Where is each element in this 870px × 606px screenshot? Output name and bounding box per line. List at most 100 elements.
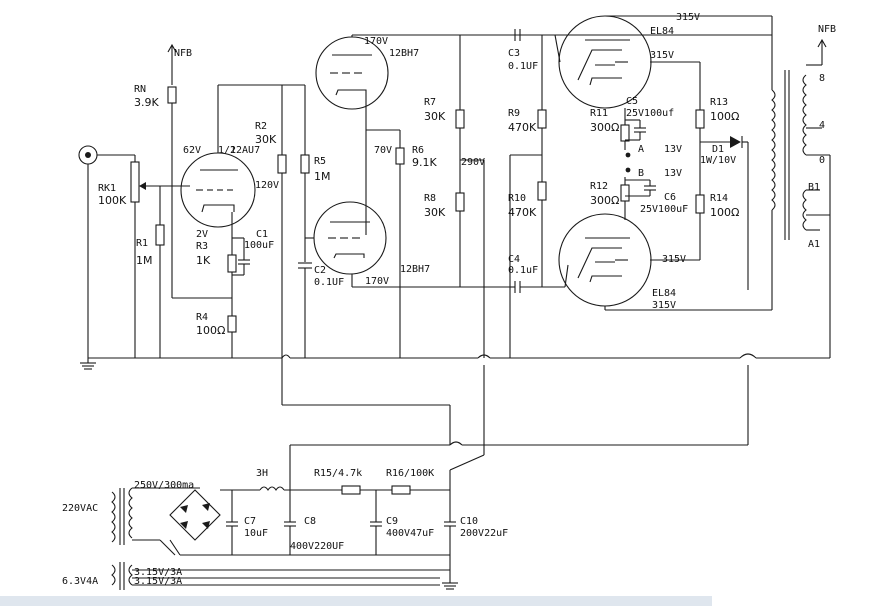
heater-primary bbox=[111, 564, 116, 586]
tap-0-label: 0 bbox=[819, 155, 825, 166]
r11-resistor bbox=[620, 124, 630, 142]
ul-winding bbox=[802, 189, 807, 231]
tube-12bh7-bottom bbox=[313, 201, 387, 275]
r10-resistor bbox=[537, 181, 547, 201]
r13-value: 100Ω bbox=[710, 110, 739, 123]
tube2-label: 12BH7 bbox=[389, 48, 419, 59]
r12-resistor bbox=[620, 184, 630, 202]
r14-value: 100Ω bbox=[710, 206, 739, 219]
output-transformer-secondary bbox=[802, 74, 807, 156]
r13-resistor bbox=[695, 109, 705, 129]
r2-resistor bbox=[277, 154, 287, 174]
v70-label: 70V bbox=[374, 145, 392, 156]
nfb-out-label: NFB bbox=[818, 24, 836, 35]
bottom-strip bbox=[0, 596, 712, 606]
r10-label: R10 bbox=[508, 193, 526, 204]
r3-value: 1K bbox=[196, 254, 211, 267]
v315-a-label: 315V bbox=[676, 12, 700, 23]
r4-value: 100Ω bbox=[196, 324, 225, 337]
choke-3h bbox=[259, 486, 285, 491]
c3-value: 0.1UF bbox=[508, 61, 538, 72]
r15-resistor bbox=[341, 485, 361, 495]
r12-value: 300Ω bbox=[590, 194, 619, 207]
c6-label: C6 bbox=[664, 192, 676, 203]
rk1-pot bbox=[130, 161, 140, 203]
nfb-in-label: NFB bbox=[174, 48, 192, 59]
power-transformer-secondary bbox=[128, 487, 133, 539]
r4-resistor bbox=[227, 315, 237, 333]
tap-8-label: 8 bbox=[819, 73, 825, 84]
r3-resistor bbox=[227, 254, 237, 273]
b1-label: B1 bbox=[808, 182, 820, 193]
r1-label: R1 bbox=[136, 238, 148, 249]
tube-12bh7-top bbox=[315, 36, 389, 110]
c5-value: 25V100uf bbox=[626, 108, 674, 119]
v62-label: 62V bbox=[183, 145, 201, 156]
r14-label: R14 bbox=[710, 193, 728, 204]
r11-value: 300Ω bbox=[590, 121, 619, 134]
r7-value: 30K bbox=[424, 110, 446, 123]
power-transformer-primary bbox=[111, 491, 116, 543]
c5-label: C5 bbox=[626, 96, 638, 107]
rk1-value: 100K bbox=[98, 194, 127, 207]
tube3-label: 12BH7 bbox=[400, 264, 430, 275]
rn-label: RN bbox=[134, 84, 146, 95]
tap-4-label: 4 bbox=[819, 120, 825, 131]
r6-resistor bbox=[395, 147, 405, 165]
c2-label: C2 bbox=[314, 265, 326, 276]
point-a-label: A bbox=[638, 144, 644, 155]
v13-b-label: 13V bbox=[664, 168, 682, 179]
r16-label: R16/100K bbox=[386, 468, 434, 479]
v170-top-label: 170V bbox=[364, 36, 388, 47]
ground-symbol bbox=[80, 358, 96, 370]
c8-label: C8 bbox=[304, 516, 316, 527]
r7-label: R7 bbox=[424, 97, 436, 108]
v13-a-label: 13V bbox=[664, 144, 682, 155]
c9-value: 400V47uF bbox=[386, 528, 434, 539]
rk1-label: RK1 bbox=[98, 183, 116, 194]
bridge-rectifier bbox=[169, 489, 221, 541]
r16-resistor bbox=[391, 485, 411, 495]
c7-value: 10uF bbox=[244, 528, 268, 539]
choke-label: 3H bbox=[256, 468, 268, 479]
input-jack bbox=[78, 145, 98, 165]
c8-value: 400V220UF bbox=[290, 541, 344, 552]
v290-label: 290V bbox=[461, 157, 485, 168]
heater-input-label: 6.3V4A bbox=[62, 576, 98, 587]
v2-label: 2V bbox=[196, 229, 208, 240]
r3-label: R3 bbox=[196, 241, 208, 252]
c3-label: C3 bbox=[508, 48, 520, 59]
r4-label: R4 bbox=[196, 312, 208, 323]
r11-label: R11 bbox=[590, 108, 608, 119]
r5-resistor bbox=[300, 154, 310, 174]
v170-bot-label: 170V bbox=[365, 276, 389, 287]
c10-label: C10 bbox=[460, 516, 478, 527]
r9-label: R9 bbox=[508, 108, 520, 119]
ground-symbol-psu bbox=[442, 582, 458, 590]
c1-label: C1 bbox=[256, 229, 268, 240]
v120-label: 120V bbox=[255, 180, 279, 191]
r6-label: R6 bbox=[412, 145, 424, 156]
point-b-label: B bbox=[638, 168, 644, 179]
r8-label: R8 bbox=[424, 193, 436, 204]
v315-b-label: 315V bbox=[650, 50, 674, 61]
a1-label: A1 bbox=[808, 239, 820, 250]
heater-secondary bbox=[128, 564, 133, 586]
heater-a-label: 3.15V/3A bbox=[134, 567, 182, 578]
v315-c-label: 315V bbox=[662, 254, 686, 265]
r14-resistor bbox=[695, 194, 705, 214]
r5-label: R5 bbox=[314, 156, 326, 167]
el84-top-label: EL84 bbox=[650, 26, 674, 37]
r9-value: 470K bbox=[508, 121, 537, 134]
r2-label: R2 bbox=[255, 121, 267, 132]
c4-label: C4 bbox=[508, 254, 520, 265]
tube-el84-bottom bbox=[558, 213, 652, 307]
hv-label: 250V/300ma bbox=[134, 480, 194, 491]
half-label: 1/2 bbox=[218, 145, 236, 156]
c6-value: 25V100uF bbox=[640, 204, 688, 215]
r1-resistor bbox=[155, 224, 165, 246]
c2-value: 0.1UF bbox=[314, 277, 344, 288]
r8-value: 30K bbox=[424, 206, 446, 219]
el84-bot-label: EL84 bbox=[652, 288, 676, 299]
